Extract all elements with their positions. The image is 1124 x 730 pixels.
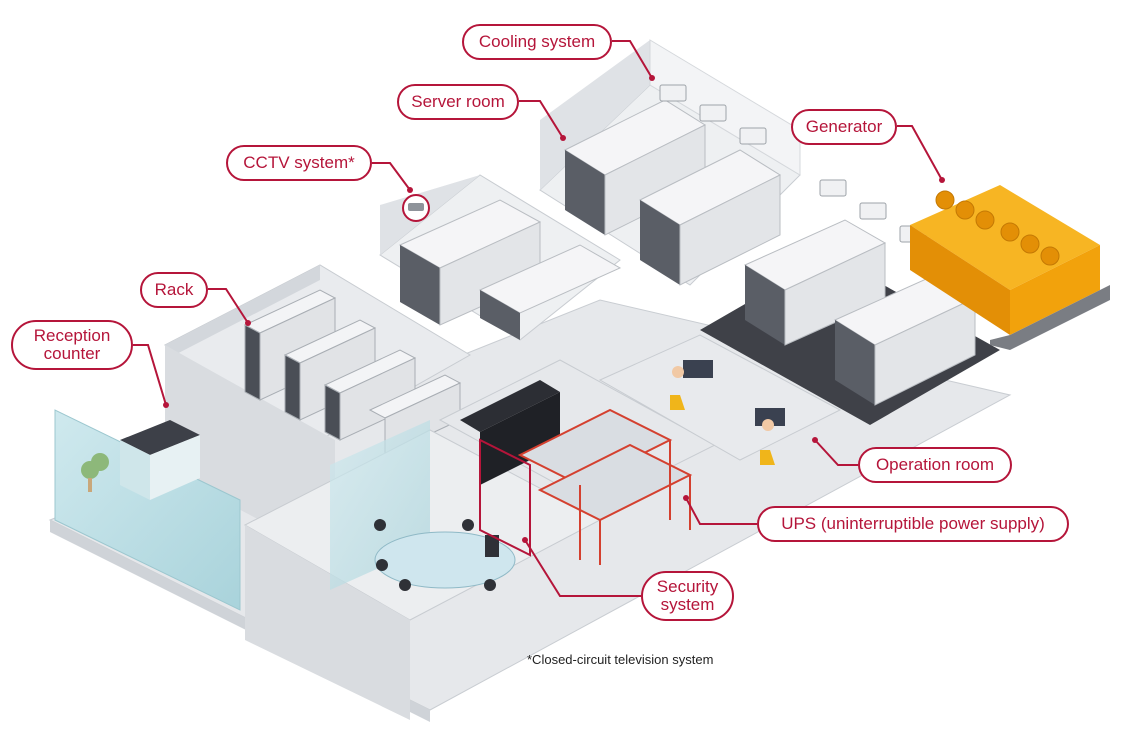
callout-leaders: [133, 40, 943, 597]
label-cooling-system: Cooling system: [462, 24, 612, 60]
server-hall-left: [379, 174, 622, 341]
rack-room-racks: [243, 289, 462, 456]
label-rack: Rack: [140, 272, 208, 308]
label-security-system: Security system: [641, 571, 734, 621]
cooling-units: [659, 84, 927, 243]
reception-area: [54, 409, 241, 611]
leader-cctv: [372, 162, 411, 191]
server-room-racks: [563, 99, 782, 286]
ups-room: [438, 359, 717, 565]
leader-cooling: [612, 40, 653, 79]
leader-ups: [685, 497, 757, 525]
cctv-camera-icon: [402, 194, 430, 222]
leader-operation: [814, 439, 858, 466]
server-hall-right: [700, 219, 1000, 425]
meeting-room: [243, 420, 602, 720]
label-cctv-system: CCTV system*: [226, 145, 372, 181]
label-generator: Generator: [791, 109, 897, 145]
label-server-room: Server room: [397, 84, 519, 120]
leader-generator: [897, 125, 943, 181]
label-ups: UPS (uninterruptible power supply): [757, 506, 1069, 542]
leader-rack: [208, 288, 249, 324]
leader-security: [524, 539, 641, 597]
label-operation-room: Operation room: [858, 447, 1012, 483]
leader-server: [519, 100, 564, 139]
generator-unit: [910, 185, 1110, 350]
label-reception-counter: Reception counter: [11, 320, 133, 370]
operation-room: [598, 334, 842, 465]
leader-reception: [133, 344, 167, 406]
leader-dots: [163, 75, 945, 543]
footnote: *Closed-circuit television system: [527, 652, 714, 667]
